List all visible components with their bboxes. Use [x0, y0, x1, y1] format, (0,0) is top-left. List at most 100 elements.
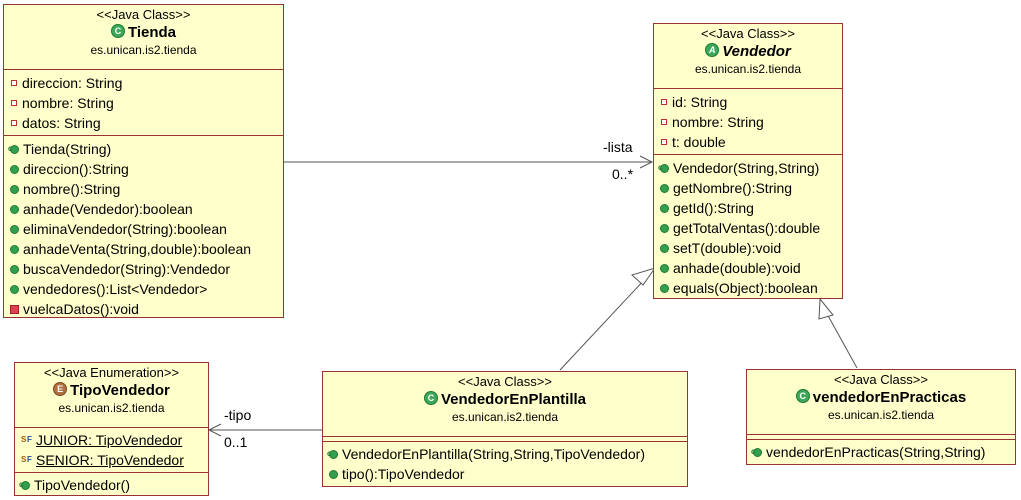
private-field-icon: [661, 119, 667, 126]
stereotype-label: <<Java Class>>: [96, 7, 191, 22]
enum-icon: E: [53, 382, 68, 397]
constants-section: JUNIOR: TipoVendedor SENIOR: TipoVendedo…: [15, 427, 208, 472]
method-row: equals(Object):boolean: [660, 278, 842, 298]
attribute-row: nombre: String: [10, 93, 283, 113]
methods-section: VendedorEnPlantilla(String,String,TipoVe…: [323, 441, 687, 486]
association-arrow-lista: [639, 155, 654, 169]
method-row: VendedorEnPlantilla(String,String,TipoVe…: [327, 444, 687, 464]
method-row: Tienda(String): [8, 139, 283, 159]
association-multiplicity-lista: 0..*: [612, 166, 634, 182]
attribute-row: nombre: String: [660, 112, 842, 132]
package-label: es.unican.is2.tienda: [694, 62, 802, 76]
public-method-icon: [10, 184, 19, 194]
private-field-icon: [11, 120, 17, 127]
methods-section: Vendedor(String,String) getNombre():Stri…: [654, 154, 842, 300]
static-final-icon: [21, 450, 33, 470]
method-row: tipo():TipoVendedor: [329, 464, 687, 484]
class-name: vendedorEnPracticas: [812, 389, 967, 406]
attribute-row: t: double: [660, 132, 842, 152]
stereotype-label: <<Java Class>>: [834, 372, 928, 387]
public-method-icon: [660, 283, 669, 293]
method-row: vendedores():List<Vendedor>: [10, 279, 283, 299]
method-row: getId():String: [660, 198, 842, 218]
static-final-icon: [21, 430, 33, 450]
attributes-section: id: String nombre: String t: double: [654, 88, 842, 154]
public-method-icon: [10, 224, 19, 234]
private-field-icon: [11, 100, 17, 107]
method-row: getNombre():String: [660, 178, 842, 198]
method-row: anhade(Vendedor):boolean: [10, 199, 283, 219]
method-row: getTotalVentas():double: [660, 218, 842, 238]
private-field-icon: [661, 99, 667, 106]
method-row: buscaVendedor(String):Vendedor: [10, 259, 283, 279]
class-name: Tienda: [127, 24, 177, 41]
generalization-arrow-plantilla: [631, 267, 657, 286]
private-field-icon: [11, 80, 17, 87]
stereotype-label: <<Java Class>>: [701, 26, 795, 41]
package-label: es.unican.is2.tienda: [451, 410, 559, 424]
public-method-icon: [10, 164, 19, 174]
public-method-icon: [660, 223, 669, 233]
attribute-row: id: String: [660, 92, 842, 112]
private-field-icon: [661, 139, 667, 146]
package-label: es.unican.is2.tienda: [90, 43, 197, 57]
attributes-section: [323, 436, 687, 441]
method-row: direccion():String: [10, 159, 283, 179]
public-method-icon: [660, 243, 669, 253]
enum-constant-row: JUNIOR: TipoVendedor: [21, 430, 208, 450]
public-method-icon: [10, 284, 19, 294]
generalization-line-practicas: [825, 311, 858, 369]
methods-section: Tienda(String) direccion():String nombre…: [4, 135, 283, 321]
methods-section: vendedorEnPracticas(String,String): [747, 439, 1015, 464]
constructor-icon: [19, 475, 30, 495]
method-row: anhadeVenta(String,double):boolean: [10, 239, 283, 259]
method-row: TipoVendedor(): [19, 475, 208, 495]
method-row: nombre():String: [10, 179, 283, 199]
method-row: vuelcaDatos():void: [10, 299, 283, 319]
public-method-icon: [10, 264, 19, 274]
association-multiplicity-tipo: 0..1: [224, 434, 248, 450]
public-method-icon: [660, 183, 669, 193]
association-role-tipo: -tipo: [224, 407, 252, 423]
methods-section: TipoVendedor(): [15, 472, 208, 497]
constructor-icon: [658, 158, 669, 178]
private-method-icon: [10, 304, 19, 314]
stereotype-label: <<Java Enumeration>>: [43, 365, 180, 380]
association-role-lista: -lista: [603, 139, 633, 155]
method-row: anhade(double):void: [660, 258, 842, 278]
public-method-icon: [329, 469, 338, 479]
class-name: TipoVendedor: [70, 382, 170, 399]
public-method-icon: [10, 204, 19, 214]
abstract-class-icon: A: [705, 43, 720, 58]
package-label: es.unican.is2.tienda: [827, 408, 935, 422]
attribute-row: datos: String: [10, 113, 283, 133]
method-row: vendedorEnPracticas(String,String): [751, 442, 1015, 462]
constructor-icon: [8, 139, 19, 159]
class-name: Vendedor: [722, 43, 791, 60]
method-row: setT(double):void: [660, 238, 842, 258]
constructor-icon: [751, 442, 762, 462]
class-name: VendedorEnPlantilla: [440, 391, 587, 408]
constructor-icon: [327, 444, 338, 464]
package-label: es.unican.is2.tienda: [58, 401, 165, 415]
class-icon: C: [423, 391, 438, 406]
association-arrow-tipo: [207, 423, 222, 437]
generalization-line-plantilla: [559, 277, 647, 371]
stereotype-label: <<Java Class>>: [458, 374, 552, 389]
public-method-icon: [660, 263, 669, 273]
class-icon: C: [795, 389, 810, 404]
attribute-row: direccion: String: [10, 73, 283, 93]
